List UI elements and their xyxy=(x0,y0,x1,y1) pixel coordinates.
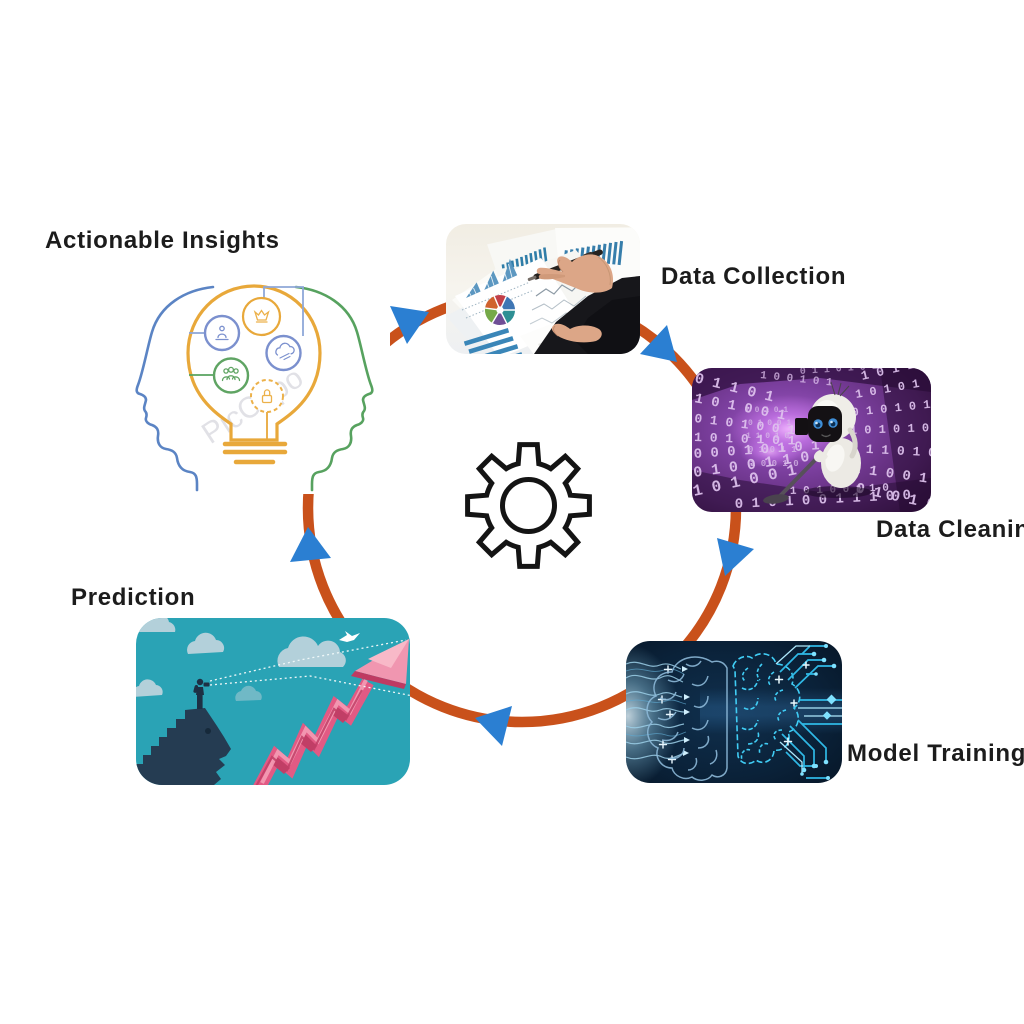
svg-text:1 0 1 0 1 0 1: 1 0 1 0 1 0 1 xyxy=(694,430,796,449)
svg-text:1 0 0 1 0: 1 0 0 1 0 xyxy=(750,459,799,469)
svg-text:Data Collection: Data Collection xyxy=(661,263,846,290)
svg-text:0 1 0 0 1: 0 1 0 0 1 xyxy=(748,419,791,428)
svg-text:Prediction: Prediction xyxy=(71,584,195,611)
svg-text:0 1 0 1 1: 0 1 0 1 1 xyxy=(748,445,797,455)
svg-text:0 1 1 0 1 0 0: 0 1 1 0 1 0 0 xyxy=(850,441,952,461)
svg-text:Model Training: Model Training xyxy=(847,740,1024,767)
svg-text:1 0 1 0 1 0: 1 0 1 0 1 0 xyxy=(850,421,930,438)
svg-text:1 1 0 1 0: 1 1 0 1 0 xyxy=(746,432,789,441)
svg-text:0 1 1 0 1 0 1: 0 1 1 0 1 0 1 xyxy=(800,362,879,378)
svg-text:Actionable Insights: Actionable Insights xyxy=(45,227,280,254)
svg-text:1 0 1 0 1: 1 0 1 0 1 xyxy=(745,406,788,415)
svg-text:Data Cleaning: Data Cleaning xyxy=(876,516,1024,543)
